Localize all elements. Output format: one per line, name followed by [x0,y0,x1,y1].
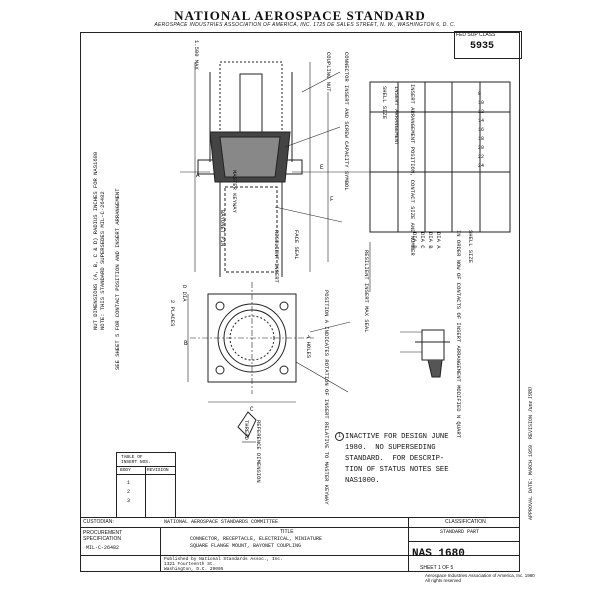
shell-size-label: SHELL SIZE [467,230,474,264]
revision-date: June 1980 [528,387,534,412]
divider [80,555,520,556]
table-cell: 1 [127,480,131,486]
sheet-b-note: IN ORDER NOW OF CONTACTS OF INSERT ARRAN… [455,230,462,438]
table-cell: 16 [478,127,485,133]
publisher-info: Published by National Standards Assoc., … [164,557,283,572]
small-table-col2: REVISION [147,468,169,473]
insert-table-values: 8 10 12 14 16 18 20 22 24 [478,90,484,171]
table-cell: 14 [478,118,485,124]
table-cell: 8 [478,91,482,97]
dim-d-label: D DIA [181,285,188,302]
fsc-value: 5935 [470,41,495,52]
divider [408,517,409,572]
page-title: NATIONAL AEROSPACE STANDARD [174,8,426,23]
insert-table-col2: INSERT ARRANGEMENT [393,86,400,146]
divider [80,527,520,528]
dim-e-label: E [320,164,324,171]
thread-label: THREAD [243,420,250,440]
insert-table [369,81,511,233]
position-note: POSITION A INDICATES ROTATION OF INSERT … [323,290,330,505]
bayonet-pin-label: BAYONET PIN [219,210,226,247]
nas-number: NAS 1680 [412,548,465,560]
table-cell: 3 [127,498,131,504]
two-places-label: 2 PLACES [169,300,176,327]
title-label: TITLE [280,529,294,535]
sheet-number: SHEET 1 OF 5 [420,565,454,571]
fsc-box [454,31,522,59]
table-cell: 22 [478,154,485,160]
procurement-spec: MIL-C-26482 [86,545,120,551]
small-table-col1: BODY [120,468,131,473]
divider [117,466,175,467]
divider [145,466,146,517]
table-cell: 10 [478,100,485,106]
bayonet-detail [237,411,257,438]
coupling-label: COUPLING NUT [325,52,332,92]
drawing-sheet [80,32,520,572]
classification-label: CLASSIFICATION [445,519,486,525]
small-table-title: TABLE OF INSERT NOS. [121,455,151,465]
fsc-label: FED SUP CLASS [456,32,496,38]
contact-detail [421,329,445,361]
mount-hole [215,301,225,311]
approval-text: APPROVAL DATE: MARCH 1959 REVISION [528,414,534,520]
table-cell: 12 [478,109,485,115]
dim-max-label: 1.500 MAX [193,40,200,70]
title-text: CONNECTOR, RECEPTACLE, ELECTRICAL, MINIA… [190,536,323,549]
page-subtitle: AEROSPACE INDUSTRIES ASSOCIATION OF AMER… [154,22,456,28]
notice-marker: 1 [335,432,344,441]
insert-number-table: TABLE OF INSERT NOS. BODY REVISION 1 2 3 [116,452,176,518]
procurement-label: PROCUREMENT SPECIFICATION [83,530,123,542]
table-cell: 24 [478,163,485,169]
divider [160,527,161,572]
insert-note: RESILIENT INSERT MAX SEAL [363,250,370,333]
insert-table-header: INSERT ARRANGEMENT POSITION, CONTACT SIZ… [409,84,416,256]
small-table-rows: 1 2 3 [127,479,130,506]
insert-table-col1: SHELL SIZE [381,86,388,120]
divider [408,541,520,542]
dia-b: DIA B [427,232,434,249]
dim-b-label: B [184,340,188,347]
classification-value: STANDARD PART [440,529,480,535]
custodian-label: CUSTODIAN: [83,519,114,525]
master-keyway-label: MASTER KEYWAY [231,170,238,213]
table-cell: 18 [478,136,485,142]
four-holes-label: 4 HOLES [305,335,312,359]
inactive-notice: INACTIVE FOR DESIGN JUNE 1980. NO SUPERS… [345,433,449,485]
face-seal-label: FACE SEAL [293,230,300,260]
title-block: CUSTODIAN: NATIONAL AEROSPACE STANDARDS … [80,517,535,583]
dim-f-label: F [330,196,334,203]
table-cell: 2 [127,489,131,495]
table-cell: 20 [478,145,485,151]
dia-c: DIA C [419,232,426,249]
technical-drawing [180,61,511,443]
divider [117,474,175,475]
dia-a: DIA A [435,232,442,249]
custodian-value: NATIONAL AEROSPACE STANDARDS COMMITTEE [164,519,279,525]
dim-c-label: C [250,406,254,413]
copyright: Aerospace Industries Association of Amer… [425,573,535,583]
reference-label: REFERENCE DIMENSION [255,420,262,483]
dim-a-label: A [196,172,200,179]
cable-note: CONNECTOR INSERT AND SCREW CAPACITY SYMB… [343,52,350,191]
seal-note: RESILIENT INSERT [273,230,280,283]
divider [80,517,520,518]
